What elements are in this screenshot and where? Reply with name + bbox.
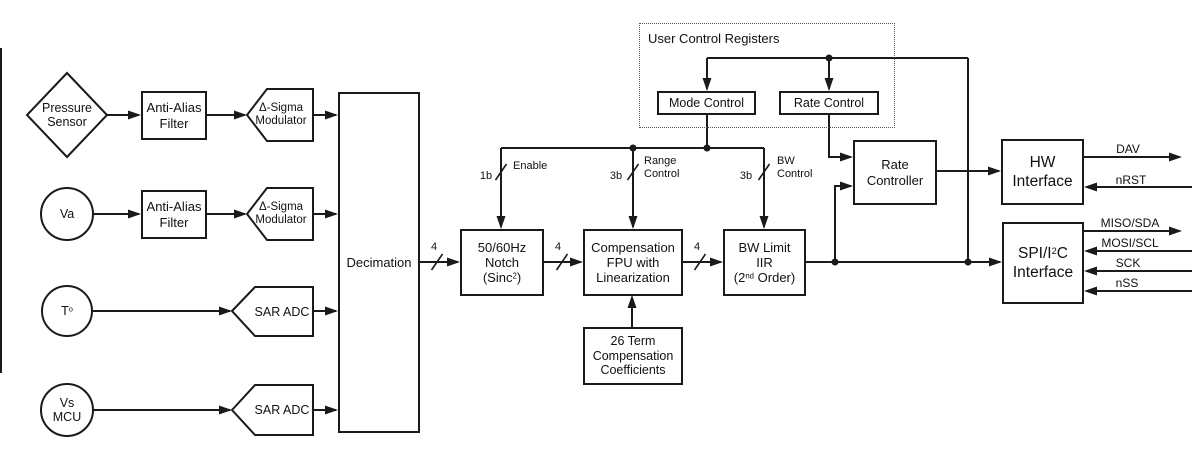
bus-width-bw: 3b [739, 169, 753, 182]
bus-width-slashes [430, 163, 771, 271]
junction-dots [629, 54, 972, 266]
pressure-sensor-diamond [25, 71, 109, 159]
vs-mcu-label: Vs MCU [52, 395, 82, 424]
block-decimation: Decimation [338, 92, 420, 433]
block-compensation-coefficients: 26 Term Compensation Coefficients [583, 327, 683, 385]
signal-nss: nSS [1115, 276, 1139, 290]
delta-sigma-1-shape [245, 88, 314, 142]
block-anti-alias-filter-1: Anti-Alias Filter [141, 91, 207, 140]
arrowheads [128, 78, 1182, 415]
user-control-registers-label: User Control Registers [648, 31, 780, 46]
block-hw-interface: HW Interface [1001, 139, 1084, 205]
pressure-line1: Pressure [41, 100, 93, 115]
pressure-line2: Sensor [47, 115, 87, 129]
block-spi-i2c-interface: SPI/I2C Interface [1002, 222, 1084, 304]
sar-adc-2-shape [230, 384, 314, 436]
block-bw-limit-iir: BW Limit IIR (2nd Order) [723, 229, 806, 296]
block-notch-filter: 50/60Hz Notch (Sinc2) [460, 229, 544, 296]
sar-adc-1-label: SAR ADC [254, 304, 310, 319]
bus-width-notch-out: 4 [554, 240, 562, 253]
temp-label: To [61, 303, 73, 318]
sar-adc-2-label: SAR ADC [254, 402, 310, 417]
signal-sck: SCK [1115, 256, 1141, 270]
block-mode-control: Mode Control [657, 91, 756, 115]
delta-sigma-2-label: Δ-Sigma Modulator [255, 200, 307, 226]
delta-sigma-1-label: Δ-Sigma Modulator [255, 101, 307, 127]
bw-control-label: BW Control [777, 155, 813, 180]
vs-mcu-circle [40, 383, 94, 437]
block-rate-control: Rate Control [779, 91, 879, 115]
sar-adc-1-shape [230, 286, 314, 337]
bus-width-dec-out: 4 [430, 240, 438, 253]
signal-nrst: nRST [1115, 173, 1147, 187]
signal-dav: DAV [1116, 142, 1140, 156]
va-circle [40, 187, 94, 241]
bus-width-enable: 1b [479, 169, 493, 182]
pressure-sensor-label: Pressure Sensor [27, 93, 107, 137]
va-label: Va [59, 206, 75, 221]
bus-width-range: 3b [609, 169, 623, 182]
delta-sigma-2-shape [245, 187, 314, 241]
block-rate-controller: Rate Controller [853, 140, 937, 205]
temp-circle [41, 285, 93, 337]
bus-width-fpu-out: 4 [693, 240, 701, 253]
signal-mosi-scl: MOSI/SCL [1101, 236, 1159, 250]
user-control-registers-box [639, 23, 895, 128]
block-anti-alias-filter-2: Anti-Alias Filter [141, 190, 207, 239]
block-compensation-fpu: Compensation FPU with Linearization [583, 229, 683, 296]
source-shapes [25, 71, 314, 437]
signal-miso-sda: MISO/SDA [1100, 216, 1160, 230]
range-control-label: Range Control [644, 155, 680, 180]
enable-label: Enable [513, 160, 548, 172]
